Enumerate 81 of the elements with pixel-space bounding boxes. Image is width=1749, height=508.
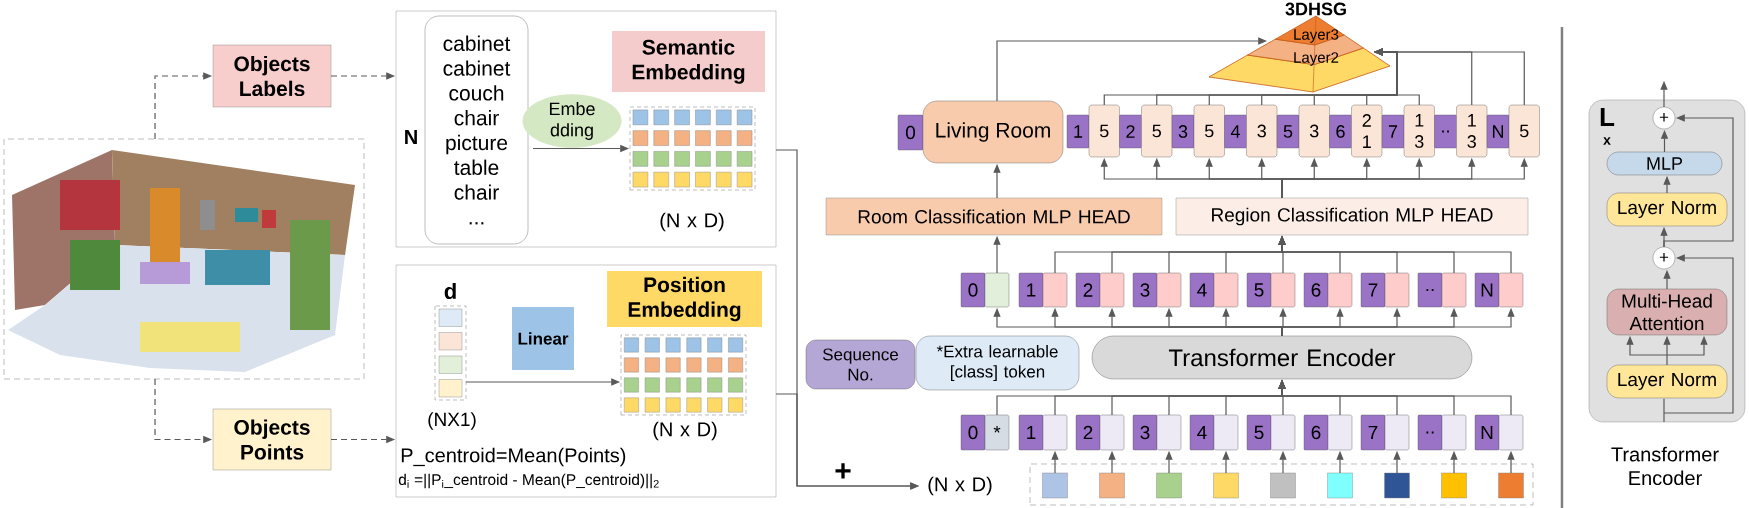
room-scan-picture — [3, 138, 365, 380]
size-label: (NX1) — [428, 412, 476, 430]
token-cell: .. — [1417, 414, 1467, 451]
embedding-grid — [629, 106, 756, 191]
node-label: Layer3 — [1294, 29, 1339, 43]
token-cell: 7 1 3 — [1381, 104, 1435, 158]
token-cell: 4 — [1189, 414, 1239, 451]
layer-norm-box: Layer Norm — [1606, 192, 1728, 227]
token-cell: 6 — [1303, 414, 1353, 451]
word-list-box: cabinet cabinet couch chair picture table chair ... — [424, 15, 529, 245]
head-box: Region Classification MLP HEAD — [1175, 197, 1529, 236]
attention-box: Multi-Head Attention — [1606, 288, 1728, 336]
token-cell: 2 — [1075, 414, 1125, 451]
heading-box: Semantic Embedding — [612, 31, 765, 92]
node-label: 4 — [1230, 125, 1240, 138]
token-cell: 5 — [1246, 272, 1296, 308]
heading-box: Position Embedding — [607, 271, 762, 327]
token-cell: .. 1 3 — [1434, 104, 1488, 158]
node-label: 3 — [1140, 425, 1150, 440]
size-label: Transformer Encoder — [1611, 446, 1719, 486]
linear-box: Linear — [512, 307, 574, 370]
embedding-grid — [620, 334, 747, 416]
token-cell: 6 2 1 — [1329, 104, 1383, 158]
token-cell: 4 — [1189, 272, 1239, 308]
token-cell: 1 5 — [1066, 104, 1120, 158]
node-label: 3 — [1178, 125, 1188, 138]
size-label: (N x D) — [928, 476, 992, 496]
token-cell: .. — [1417, 272, 1467, 308]
mlp-box: MLP — [1606, 151, 1723, 176]
label-box: Objects Labels — [212, 44, 332, 108]
token-cell: 0 — [960, 272, 1010, 308]
token-cell: 2 — [1075, 272, 1125, 308]
token-cell: 3 5 — [1171, 104, 1225, 158]
token-cell: 5 3 — [1276, 104, 1330, 158]
vector-column: d — [434, 282, 467, 401]
token-cell: 6 — [1303, 272, 1353, 308]
node-label: 5 — [1283, 125, 1293, 138]
token-cell: 1 — [1018, 414, 1068, 451]
node-label: 4 — [1197, 283, 1207, 297]
arrow — [1663, 254, 1734, 414]
encoder-box: Transformer Encoder — [1091, 335, 1473, 380]
label-box: Objects Points — [212, 408, 332, 471]
node-label: .. — [1442, 130, 1449, 133]
token-cell: 3 — [1132, 272, 1182, 308]
layer-norm-box: Layer Norm — [1606, 364, 1728, 399]
node-label: 4 — [1197, 425, 1207, 440]
plus-sign: + — [835, 463, 851, 479]
node-label: 3DHSG — [1285, 2, 1346, 16]
token-cell: 0 * — [960, 414, 1010, 451]
input-squares — [1029, 463, 1534, 506]
token-cell: 1 — [1018, 272, 1068, 308]
token-cell: N — [1474, 272, 1524, 308]
token-cell: 2 5 — [1119, 104, 1173, 158]
size-label: (N x D) — [660, 212, 724, 232]
head-box: Room Classification MLP HEAD — [825, 197, 1163, 236]
formula-text: P_centroid=Mean(Points) — [401, 447, 626, 467]
token-cell: N — [1474, 414, 1524, 451]
legend-box: *Extra learnable [class] token — [915, 335, 1080, 391]
token-cell: 7 — [1360, 272, 1410, 308]
token-cell: N 5 — [1486, 104, 1540, 158]
token-cell: 3 — [1132, 414, 1182, 451]
size-label: (N x D) — [653, 421, 717, 441]
node-label: * — [993, 425, 1001, 433]
node-label: 3 — [1140, 283, 1150, 297]
node-label: 7 — [1388, 125, 1398, 138]
node-label: N — [1492, 125, 1504, 138]
node-label: 1 — [1074, 125, 1083, 138]
row-label: N — [405, 130, 417, 144]
token-cell: 0 Living Room — [897, 100, 1064, 164]
token-cell: 7 — [1360, 414, 1410, 451]
node-label: 0 — [905, 125, 916, 140]
node-label: 2 — [1126, 125, 1135, 138]
token-cell: 5 — [1246, 414, 1296, 451]
legend-box: Sequence No. — [805, 339, 916, 390]
token-cell: 4 3 — [1224, 104, 1278, 158]
pyramid: 3DHSG Layer3 Layer2 — [1208, 2, 1391, 93]
arrow — [1663, 114, 1734, 248]
node-label: d — [444, 282, 456, 300]
node-label: 6 — [1336, 125, 1345, 138]
formula-text: d$_{i}$ =||P$_{i}$_centroid - Mean(P_centroid)||$_{2}$ — [398, 473, 659, 489]
connector-line — [1663, 398, 1665, 423]
